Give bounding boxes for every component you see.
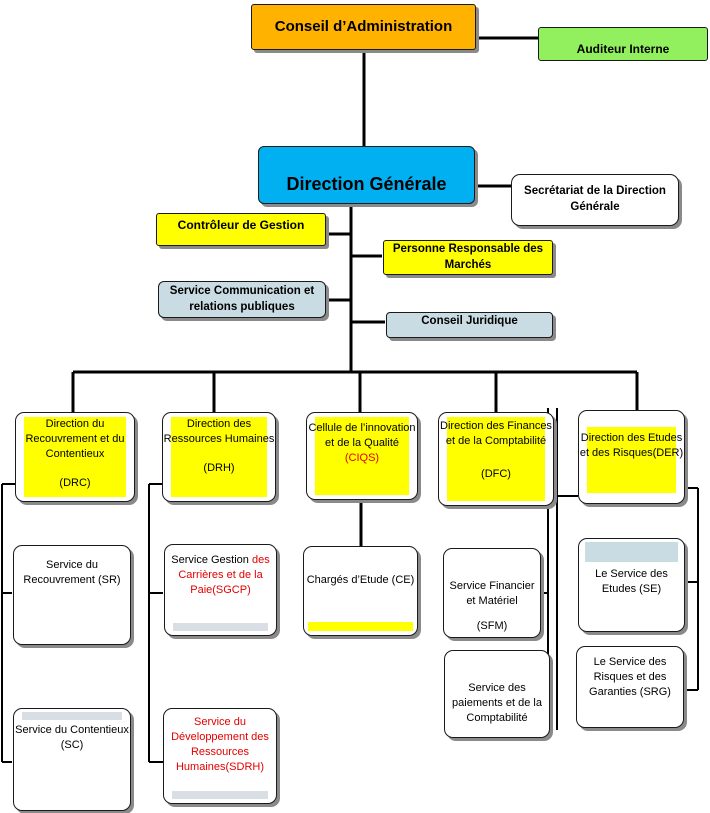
dfc-box: Direction des Finances et de la Comptabi… bbox=[438, 412, 554, 506]
auditeur-interne-box: Auditeur Interne bbox=[538, 27, 708, 61]
ce-label: Chargés d’Etude (CE) bbox=[306, 574, 415, 586]
prm-label: Personne Responsable des Marchés bbox=[392, 242, 544, 271]
conseil-administration-box: Conseil d’Administration bbox=[251, 4, 476, 50]
conseil-juridique-box: Conseil Juridique bbox=[386, 312, 553, 338]
ce-box: Chargés d’Etude (CE) bbox=[303, 546, 418, 636]
spc-box: Service des paiements et de la Comptabil… bbox=[444, 650, 550, 738]
sc-label: Service du Contentieux (SC) bbox=[15, 724, 129, 751]
prm-box: Personne Responsable des Marchés bbox=[383, 240, 553, 275]
drh-label: Direction des Ressources Humaines bbox=[163, 418, 275, 445]
sfm-box: Service Financier et Matériel (SFM) bbox=[443, 548, 541, 638]
direction-generale-label: Direction Générale bbox=[286, 173, 447, 194]
der-label: Direction des Etudes et des Risques(DER) bbox=[579, 432, 684, 459]
conseil-administration-label: Conseil d’Administration bbox=[274, 17, 453, 35]
service-communication-label: Service Communication et relations publi… bbox=[169, 284, 315, 313]
sfm-abbr: (SFM) bbox=[476, 619, 508, 632]
drh-box: Direction des Ressources Humaines (DRH) bbox=[162, 412, 276, 502]
srg-box: Le Service des Risques et des Garanties … bbox=[576, 646, 684, 728]
drc-abbr: (DRC) bbox=[59, 476, 91, 489]
controleur-gestion-label: Contrôleur de Gestion bbox=[177, 218, 305, 232]
srg-label: Le Service des Risques et des Garanties … bbox=[589, 656, 671, 698]
sfm-label: Service Financier et Matériel bbox=[449, 580, 535, 607]
spc-label: Service des paiements et de la Comptabil… bbox=[452, 682, 542, 724]
ciqs-label-wrap: Cellule de l’innovation et de la Qualité… bbox=[307, 421, 417, 466]
sc-box: Service du Contentieux (SC) bbox=[13, 708, 131, 811]
sdrh-box: Service du Développement des Ressources … bbox=[163, 708, 277, 804]
ciqs-box: Cellule de l’innovation et de la Qualité… bbox=[306, 412, 418, 500]
sgcp-box: Service Gestion des Carrières et de la P… bbox=[164, 544, 277, 636]
secretariat-box: Secrétariat de la Direction Générale bbox=[511, 174, 679, 226]
service-communication-box: Service Communication et relations publi… bbox=[158, 281, 326, 318]
drc-label: Direction du Recouvrement et du Contenti… bbox=[25, 418, 125, 460]
controleur-gestion-box: Contrôleur de Gestion bbox=[156, 213, 326, 246]
se-box: Le Service des Etudes (SE) bbox=[578, 538, 685, 632]
drh-abbr: (DRH) bbox=[203, 461, 235, 474]
se-label: Le Service des Etudes (SE) bbox=[595, 568, 668, 595]
direction-generale-box: Direction Générale bbox=[258, 146, 475, 204]
ciqs-abbr: (CIQS) bbox=[344, 451, 380, 464]
sgcp-label-red: des Carrières et de la Paie(SGCP) bbox=[178, 554, 270, 596]
sdrh-label: Service du Développement des Ressources … bbox=[171, 716, 269, 773]
dfc-label: Direction des Finances et de la Comptabi… bbox=[440, 420, 552, 447]
drc-box: Direction du Recouvrement et du Contenti… bbox=[15, 412, 135, 502]
sr-box: Service du Recouvrement (SR) bbox=[13, 545, 131, 645]
sr-label: Service du Recouvrement (SR) bbox=[23, 559, 121, 586]
ciqs-label: Cellule de l’innovation et de la Qualité bbox=[308, 422, 416, 449]
der-box: Direction des Etudes et des Risques(DER) bbox=[578, 410, 685, 504]
sgcp-label-wrap: Service Gestion des Carrières et de la P… bbox=[165, 553, 276, 598]
conseil-juridique-label: Conseil Juridique bbox=[421, 315, 518, 328]
auditeur-interne-label: Auditeur Interne bbox=[576, 41, 670, 56]
dfc-abbr: (DFC) bbox=[481, 467, 511, 480]
sgcp-label: Service Gestion bbox=[171, 554, 249, 566]
secretariat-label: Secrétariat de la Direction Générale bbox=[524, 185, 666, 213]
